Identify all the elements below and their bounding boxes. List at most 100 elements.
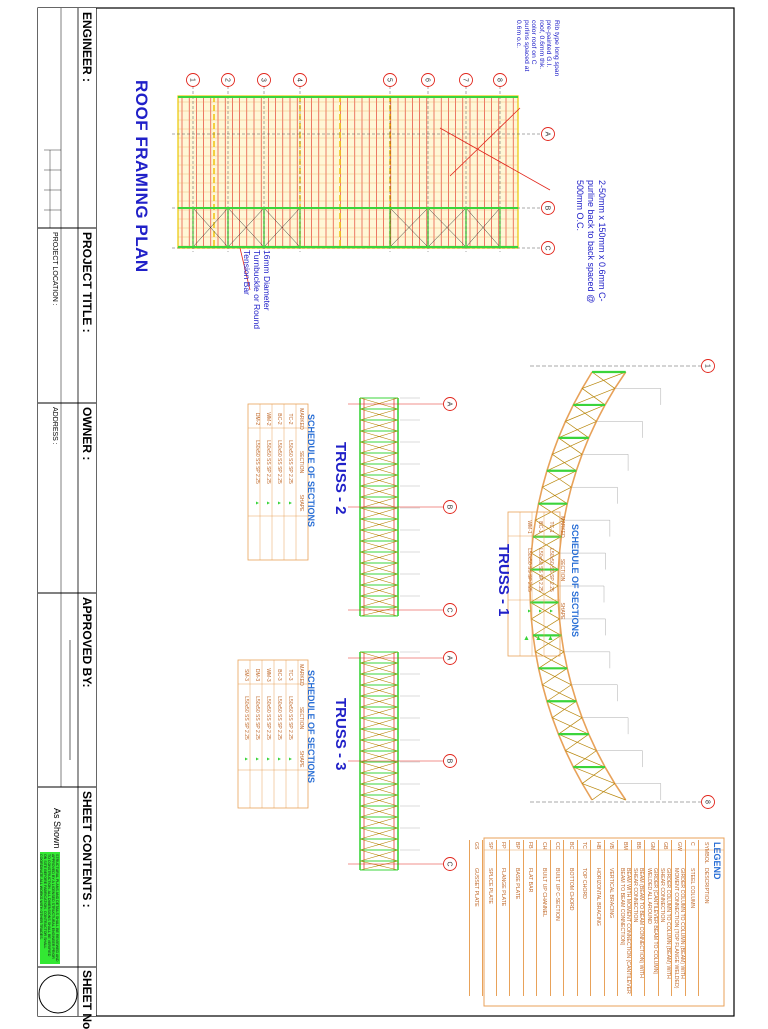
schedule-1-title: SCHEDULE OF SECTIONS	[570, 524, 580, 638]
schedule-truss-3	[237, 659, 309, 809]
truss-1-web	[573, 388, 615, 406]
truss-1-grid-bubble-circle	[701, 795, 715, 809]
roof-purlins	[181, 96, 514, 248]
schedule-1-marker: ▲	[523, 635, 530, 642]
truss-1-web	[591, 783, 615, 801]
title-block	[38, 8, 96, 1016]
truss2-web	[359, 397, 399, 410]
truss-1-web	[565, 404, 606, 422]
truss3-web	[359, 761, 399, 774]
legend-symbol: SP	[486, 842, 493, 849]
legend-description: BOTTOM CHORD	[567, 868, 574, 911]
schedule-cell: TC-3	[287, 669, 293, 681]
truss3-grid-bubble-label: B	[446, 759, 453, 764]
legend-description: SPLICE PLATE	[486, 868, 493, 904]
truss2-web	[359, 606, 399, 617]
legend-description: GIRDER (CANTILEVER BEAM TO COLUMN) WELDE…	[645, 868, 658, 975]
legend-row: GB GIRDER COLUMN TO COLUMN (BEAM) WITH SH…	[658, 840, 672, 996]
legend-description: BASE PLATE	[513, 868, 520, 900]
schedule-cell: SHAPE	[298, 750, 304, 768]
legend-symbol: GW	[675, 842, 682, 851]
legend-symbol: TC	[581, 842, 588, 849]
legend-symbol: GB	[662, 842, 669, 850]
truss2-grid-bubble-circle	[443, 603, 457, 617]
schedule-1-marker: ▲	[547, 635, 554, 642]
tension-note: 16mm Diameter Turnbuckle or Round Tensio…	[242, 250, 272, 330]
truss-1-web	[573, 750, 597, 768]
truss-1-web	[565, 733, 589, 751]
grid-bubble-letter-label: A	[544, 132, 551, 137]
schedule-cell: MARKED	[559, 516, 565, 538]
project-title-label: PROJECT TITLE :	[80, 232, 94, 333]
schedule-cell: L50x50 SS SP 2.25	[287, 696, 293, 740]
leader-line-roof	[449, 107, 521, 177]
bracing-diagonal	[227, 207, 265, 248]
truss3-grid-bubble-circle	[443, 754, 457, 768]
truss2-web	[359, 595, 399, 608]
truss3-web	[359, 750, 399, 763]
truss3-web	[359, 651, 399, 664]
grid-bubble-number-label: 5	[386, 78, 393, 82]
legend-symbol: VB	[608, 842, 615, 849]
legend-symbol: CH	[540, 842, 547, 850]
truss-1-web	[542, 470, 577, 488]
truss-1-web	[532, 519, 565, 537]
truss3-grid-bubble-circle	[443, 857, 457, 871]
truss-1-web	[581, 766, 606, 784]
schedule-cell: BC-1	[537, 521, 543, 533]
bracing-diagonal	[427, 207, 467, 248]
legend-description: GIRDER COLUMN TO COLUMN (BEAM) WITH SHEA…	[659, 868, 672, 979]
legend-description: BUILT UP C-SECTION	[554, 868, 561, 921]
truss2-web	[359, 474, 399, 487]
schedule-cell: ▲	[276, 756, 282, 762]
schedule-cell: WM-3	[265, 668, 271, 682]
schedule-cell: SECTION	[298, 706, 304, 730]
truss-2-elevation: ABC	[348, 397, 457, 617]
legend-row: SP SPLICE PLATE	[482, 840, 496, 996]
roof-outline	[177, 95, 519, 249]
truss3-web	[359, 860, 399, 871]
truss3-web	[359, 827, 399, 840]
schedule-cell: BC-3	[276, 669, 282, 681]
truss2-web	[359, 518, 399, 531]
schedule-cell: ▲	[265, 500, 271, 506]
schedule-cell: ▲	[548, 608, 554, 614]
truss-1-web	[542, 668, 568, 686]
schedule-cell: ▲	[243, 756, 249, 762]
grid-bubble-number-label: 2	[224, 78, 231, 82]
legend-title: LEGEND	[712, 842, 722, 880]
leader-line-purlin	[439, 127, 551, 191]
grid-bubble-letter-circle	[541, 127, 555, 141]
truss3-web	[359, 783, 399, 796]
schedule-cell: SHAPE	[298, 494, 304, 512]
truss-1-grid-bubble-label: 8	[704, 800, 711, 804]
schedule-cell: ▲	[276, 500, 282, 506]
grid-bubble-number-circle	[186, 73, 200, 87]
truss3-web	[359, 695, 399, 708]
truss-1-grid-bubble-circle	[701, 359, 715, 373]
grid-bubble-letter-label: B	[544, 206, 551, 211]
schedule-2-title: SCHEDULE OF SECTIONS	[306, 414, 316, 528]
scale-note: As Shown	[52, 808, 62, 849]
project-location-label: PROJECT LOCATION :	[51, 232, 58, 306]
truss2-web	[359, 529, 399, 542]
schedule-cell: TC-1	[548, 521, 554, 533]
legend-symbol: C	[689, 842, 696, 846]
schedule-cell: TC-2	[287, 413, 293, 425]
schedule-cell: SHAPE	[559, 602, 565, 620]
grid-bubble-number-label: 1	[189, 78, 196, 82]
